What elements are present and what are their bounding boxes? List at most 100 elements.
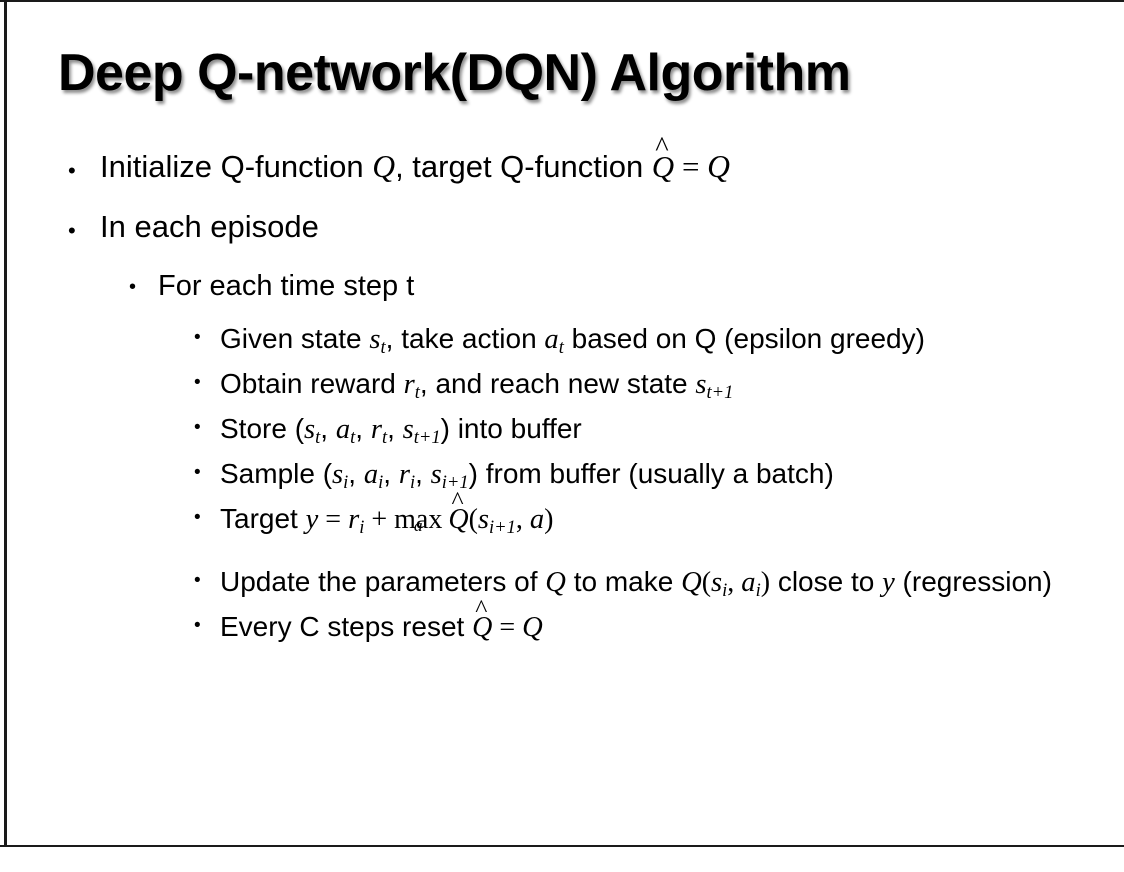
math-var-a: a <box>544 324 559 355</box>
text-run: ) into buffer <box>440 413 582 444</box>
text-run: , <box>387 413 403 444</box>
list-item: • Every C steps reset ^Q = Q <box>0 596 1124 647</box>
text-run: Given state <box>220 323 370 354</box>
max-label: max <box>394 504 443 535</box>
list-item-text: Obtain reward rt, and reach new state st… <box>220 365 1124 404</box>
math-sub-i: i <box>343 472 349 493</box>
bullet-marker: • <box>194 327 201 348</box>
text-run: , <box>348 458 364 489</box>
math-sub-i-plus-1: i+1 <box>489 517 516 538</box>
bullet-marker: • <box>68 158 76 183</box>
list-item: • Obtain reward rt, and reach new state … <box>0 365 1124 404</box>
list-item-text: In each episode <box>100 209 319 244</box>
text-run: close to <box>770 566 883 597</box>
math-q-hat: ^Q <box>651 133 675 186</box>
math-comma: , <box>727 567 742 598</box>
list-item: • Update the parameters of Q to make Q(s… <box>0 563 1124 602</box>
slide-border-top <box>0 0 1124 2</box>
q-base: Q <box>448 504 469 535</box>
bullet-marker: • <box>194 507 201 528</box>
math-comma: , <box>515 504 530 535</box>
list-item: • For each time step t <box>0 268 1124 304</box>
math-var-y: y <box>305 504 319 535</box>
text-run: Sample ( <box>220 458 333 489</box>
page-title: Deep Q-network(DQN) Algorithm <box>58 44 851 102</box>
text-run: Initialize Q-function <box>100 149 373 184</box>
bullet-marker: • <box>194 570 201 591</box>
math-var-a: a <box>529 504 545 535</box>
math-var-s: s <box>402 414 414 445</box>
math-sub-t-plus-1: t+1 <box>706 382 734 403</box>
math-paren-close: ) <box>760 567 771 598</box>
hat-accent: ^ <box>475 594 488 624</box>
bullet-marker: • <box>68 218 76 243</box>
math-var-a: a <box>363 459 379 490</box>
list-item-text: Initialize Q-function Q, target Q-functi… <box>100 133 1124 186</box>
text-run: Target <box>220 503 306 534</box>
bullet-marker: • <box>194 417 201 438</box>
math-q-hat: ^Q <box>448 488 469 539</box>
list-item-text: For each time step t <box>158 270 415 302</box>
text-run: (regression) <box>894 566 1052 597</box>
bullet-list: • Initialize Q-function Q, target Q-func… <box>0 133 1124 653</box>
q-base: Q <box>472 612 493 643</box>
list-item-text: Given state st, take action at based on … <box>220 320 1124 359</box>
math-var-q: Q <box>522 612 543 643</box>
bullet-marker: • <box>194 372 201 393</box>
math-sub-t: t <box>315 427 321 448</box>
hat-accent: ^ <box>451 486 464 516</box>
math-sub-i: i <box>409 472 416 493</box>
math-var-s: s <box>711 567 723 598</box>
slide-border-bottom <box>0 845 1124 847</box>
text-run: to make <box>565 566 682 597</box>
bullet-marker: • <box>194 615 201 636</box>
list-item: • In each episode <box>0 208 1124 246</box>
math-var-s: s <box>304 414 316 445</box>
text-run: , and reach new state <box>419 368 696 399</box>
math-equals: = <box>318 504 349 535</box>
hat-accent: ^ <box>655 131 669 163</box>
math-sub-i-plus-1: i+1 <box>441 472 469 493</box>
math-var-s: s <box>477 504 490 535</box>
math-sub-t-plus-1: t+1 <box>413 427 441 448</box>
text-run: Store ( <box>220 413 305 444</box>
max-subscript-a: a <box>413 515 423 535</box>
math-var-q: Q <box>681 567 702 598</box>
math-paren-open: ( <box>468 504 478 535</box>
math-var-a: a <box>335 414 351 445</box>
math-sub-t: t <box>381 427 388 448</box>
text-run: , <box>383 458 399 489</box>
slide-border-left <box>4 0 7 846</box>
math-plus: + <box>364 504 395 535</box>
math-equals: = <box>674 149 708 184</box>
list-item: • Initialize Q-function Q, target Q-func… <box>0 133 1124 186</box>
math-sub-t: t <box>350 427 356 448</box>
math-paren-close: ) <box>544 504 554 535</box>
text-run: based on Q (epsilon greedy) <box>563 323 925 354</box>
math-sub-i: i <box>359 517 365 538</box>
math-sub-t: t <box>558 337 564 358</box>
text-run: Obtain reward <box>220 368 404 399</box>
text-run: , <box>415 458 431 489</box>
math-sub-i: i <box>722 580 728 601</box>
math-q-hat: ^Q <box>472 596 493 647</box>
q-base: Q <box>651 149 675 184</box>
text-run: , take action <box>385 323 545 354</box>
list-item: • Given state st, take action at based o… <box>0 320 1124 359</box>
text-run: , target Q-function <box>395 149 652 184</box>
list-item-text: Update the parameters of Q to make Q(si,… <box>220 563 1124 602</box>
text-run: , <box>320 413 336 444</box>
math-var-a: a <box>741 567 756 598</box>
math-var-s: s <box>695 369 707 400</box>
math-var-r: r <box>348 504 360 535</box>
math-var-s: s <box>430 459 442 490</box>
text-run: , <box>355 413 371 444</box>
math-sub-t: t <box>380 337 386 358</box>
text-run: Every C steps reset <box>220 611 473 642</box>
math-var-r: r <box>370 414 382 445</box>
math-sub-t: t <box>414 382 420 403</box>
